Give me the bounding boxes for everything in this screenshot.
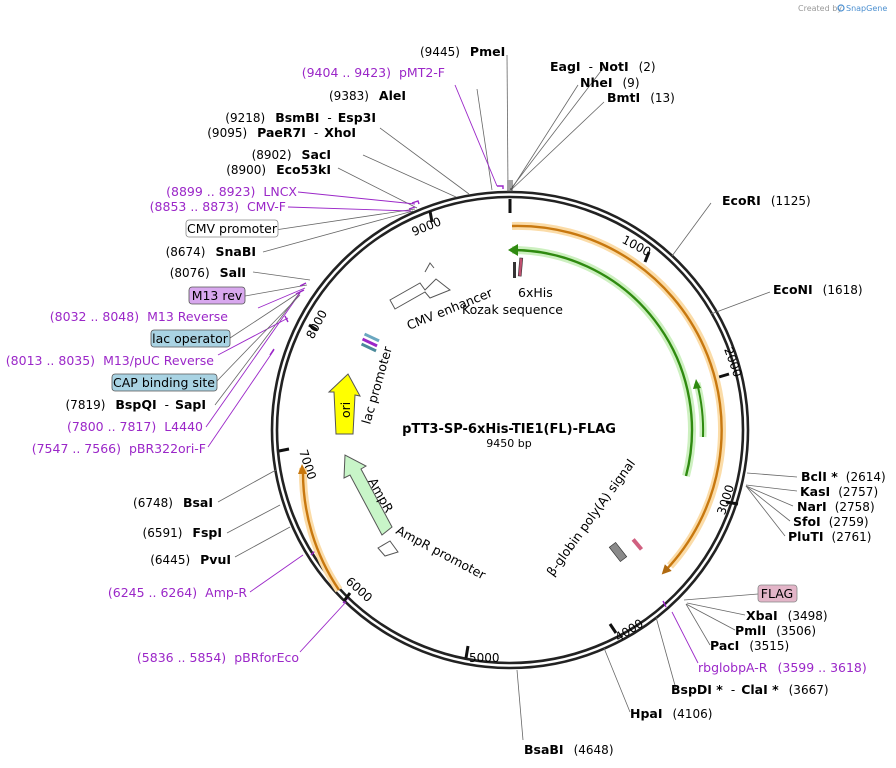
- ori-arrow: [327, 373, 361, 435]
- cap-site-label: CAP binding site: [113, 375, 215, 390]
- primer-m13-reverse: (8032 .. 8048)M13 Reverse: [50, 309, 228, 324]
- site-bsai: (6748)BsaI: [133, 495, 213, 510]
- primer-ampr: (6245 .. 6264)Amp-R: [108, 585, 247, 600]
- snapgene-brand: SnapGene: [846, 4, 887, 13]
- label-betaglobin: β-globin poly(A) signal: [543, 456, 638, 579]
- cmv-promoter-label: CMV promoter: [187, 221, 278, 236]
- site-alei: (9383)AleI: [329, 88, 406, 103]
- snapgene-logo-icon: [837, 4, 845, 12]
- backbone-inner: [275, 195, 745, 665]
- his-tag-mark: [513, 262, 516, 278]
- ampr-promoter-arrow: [377, 540, 399, 557]
- leader-lines: [214, 54, 798, 741]
- site-bspqi-sapi: (7819)BspQI-SapI: [66, 397, 207, 412]
- tick-4000: 4000: [613, 616, 646, 644]
- polya-mark: [608, 541, 628, 563]
- primer-m13puc-reverse: (8013 .. 8035)M13/pUC Reverse: [6, 353, 215, 368]
- label-lac-promoter: lac promoter: [358, 344, 395, 426]
- tick-5000: 5000: [469, 651, 500, 665]
- cmv-promoter-box: [185, 219, 279, 238]
- primer-rbglobpa: rbglobpA-R(3599 .. 3618): [698, 660, 867, 675]
- site-eagi-noti: EagI-NotI(2): [550, 59, 656, 74]
- plasmid-length: 9450 bp: [486, 437, 531, 450]
- primer-l4440: (7800 .. 7817)L4440: [67, 419, 203, 434]
- credit-text: Created by: [798, 4, 842, 13]
- site-sali: (8076)SalI: [170, 265, 246, 280]
- site-fspi: (6591)FspI: [143, 525, 222, 540]
- site-snabi: (8674)SnaBI: [166, 244, 256, 259]
- primer-pbrforeco: (5836 .. 5854)pBRforEco: [137, 650, 299, 665]
- number-ticks: [278, 199, 739, 659]
- cmv-enhancer-arrow: [389, 278, 451, 310]
- flag-box: [757, 584, 798, 603]
- lac-operator-label: lac operator: [152, 331, 229, 346]
- m13-rev-label: M13 rev: [192, 288, 243, 303]
- orf-green-short-arrow: [693, 379, 701, 389]
- kozak-mark: [517, 257, 524, 277]
- site-ticks: [507, 180, 513, 192]
- plasmid-name: pTT3-SP-6xHis-TIE1(FL)-FLAG: [402, 422, 616, 437]
- site-hpai: HpaI(4106): [630, 706, 712, 721]
- feature-box-lines: [215, 284, 759, 601]
- m13-rev-box: [188, 286, 246, 305]
- site-bcli: BclI *(2614): [801, 469, 886, 484]
- site-xbai: XbaI(3498): [746, 608, 828, 623]
- flag-label: FLAG: [761, 586, 793, 601]
- tick-6000: 6000: [343, 574, 375, 605]
- site-paci: PacI(3515): [710, 638, 789, 653]
- ampr-orf-line: [301, 469, 340, 591]
- site-saci: (8902)SacI: [252, 147, 331, 162]
- lac-operator-box: [150, 329, 231, 348]
- site-paer7i-xhoi: (9095)PaeR7I-XhoI: [207, 125, 356, 140]
- label-ori: ori: [338, 402, 353, 418]
- site-bsmbi-esp3i: (9218)BsmBI-Esp3I: [225, 110, 376, 125]
- site-ecori: EcoRI(1125): [722, 193, 811, 208]
- cap-site-box: [111, 373, 218, 392]
- site-pmli: PmlI(3506): [735, 623, 816, 638]
- orf-outer-line: [511, 224, 723, 575]
- site-nari: NarI(2758): [797, 499, 875, 514]
- site-kasi: KasI(2757): [800, 484, 878, 499]
- site-eco53ki: (8900)Eco53kI: [226, 162, 331, 177]
- label-ampr-promoter: AmpR promoter: [394, 522, 489, 582]
- label-kozak: Kozak sequence: [462, 302, 563, 317]
- site-bspdi-clai: BspDI *-ClaI *(3667): [671, 682, 829, 697]
- site-sfoi: SfoI(2759): [793, 514, 869, 529]
- label-6xhis: 6xHis: [518, 285, 553, 300]
- cmv-promoter-arrow: [424, 262, 435, 273]
- orf-green-arrowhead: [508, 244, 518, 256]
- primer-lines: [205, 84, 699, 664]
- ampr-orf-arrow: [298, 464, 307, 474]
- site-pluti: PluTI(2761): [788, 529, 871, 544]
- primer-pmt2f: (9404 .. 9423)pMT2-F: [302, 65, 445, 80]
- primer-lncx: (8899 .. 8923)LNCX: [166, 184, 297, 199]
- site-econi: EcoNI(1618): [773, 282, 863, 297]
- flag-mark: [631, 538, 644, 551]
- primer-pbr322ori: (7547 .. 7566)pBR322ori-F: [32, 441, 206, 456]
- ampr-orf-highlight: [298, 467, 343, 593]
- site-bmti: BmtI(13): [607, 90, 675, 105]
- lac-region-marks: [360, 332, 380, 353]
- site-nhei: NheI(9): [580, 75, 640, 90]
- site-pmei: (9445)PmeI: [420, 44, 505, 59]
- site-pvui: (6445)PvuI: [150, 552, 231, 567]
- ampr-arrow: [343, 454, 393, 536]
- site-bsabi: BsaBI(4648): [524, 742, 614, 757]
- orf-green-line: [511, 248, 694, 477]
- primer-cmvf: (8853 .. 8873)CMV-F: [150, 199, 286, 214]
